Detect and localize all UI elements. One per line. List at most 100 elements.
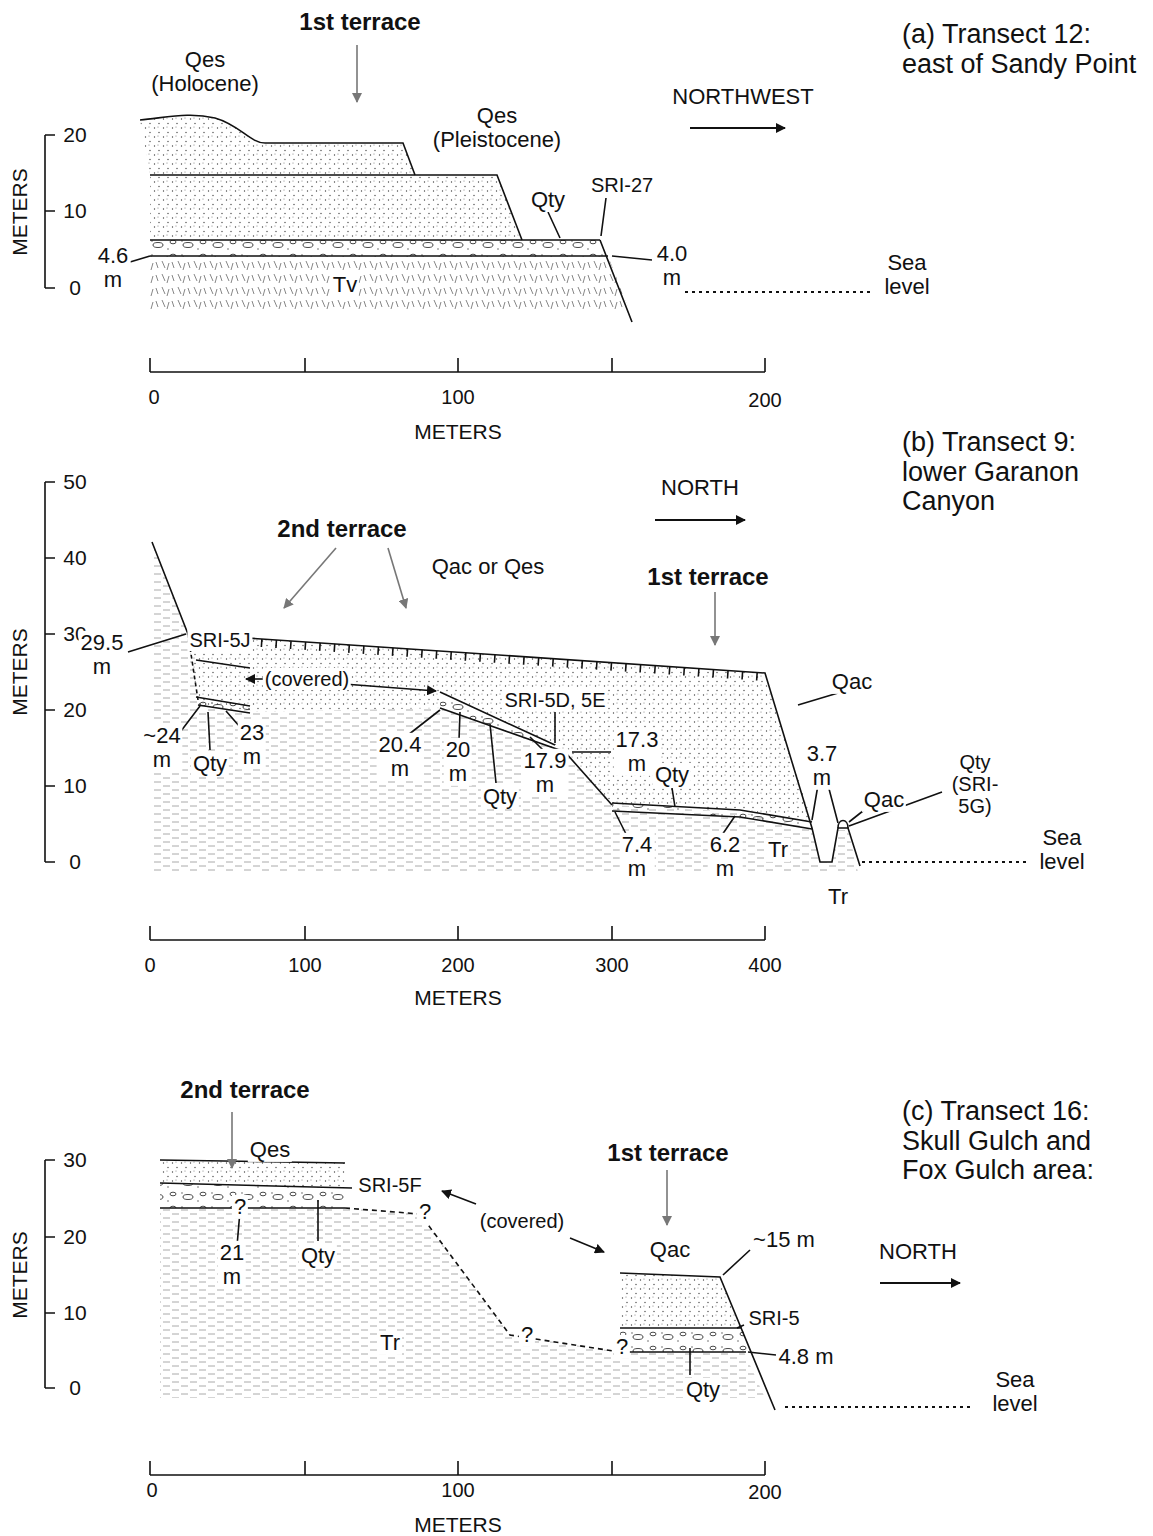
map-label: ? — [417, 1200, 433, 1224]
map-label: 7.4 m — [620, 833, 655, 881]
section-line — [231, 1112, 233, 1168]
map-label: Qty — [481, 785, 519, 809]
section-line — [150, 358, 765, 372]
section-line — [666, 1170, 668, 1225]
map-label: METERS — [412, 986, 504, 1009]
map-label: NORTH — [659, 476, 741, 500]
map-label: 29.5 m — [79, 631, 126, 679]
panel-c — [45, 1112, 970, 1475]
map-label: 10 — [61, 774, 88, 797]
map-label: 30 — [61, 1148, 88, 1171]
map-label: 100 — [439, 1479, 476, 1501]
map-label: 6.2 m — [708, 833, 743, 881]
terrace-label: 1st terrace — [297, 9, 422, 35]
map-label: METERS — [412, 420, 504, 443]
map-label: 0 — [146, 386, 161, 408]
rock-unit — [160, 1208, 765, 1398]
map-label: Qes (Pleistocene) — [431, 104, 563, 152]
section-line — [442, 1191, 476, 1204]
map-label: ? — [232, 1195, 248, 1219]
map-label: Qes (Holocene) — [149, 48, 261, 96]
map-label: Qac — [648, 1238, 692, 1262]
rock-unit — [152, 542, 858, 872]
section-line — [714, 592, 716, 645]
map-label: NORTH — [877, 1240, 959, 1264]
map-label: 20 m — [444, 738, 472, 786]
section-line — [150, 926, 765, 940]
map-label: 100 — [439, 386, 476, 408]
map-label: 20 — [61, 1225, 88, 1248]
map-label: ~24 m — [141, 724, 182, 772]
map-label: 10 — [61, 199, 88, 222]
map-label: 0 — [144, 1479, 159, 1501]
map-label: 100 — [286, 954, 323, 976]
map-label: 4.6 m — [96, 244, 131, 292]
section-line — [45, 1160, 55, 1388]
map-label: 400 — [746, 954, 783, 976]
map-label: Qty — [191, 752, 229, 776]
map-label: 0 — [67, 850, 83, 873]
map-label: Tr — [766, 838, 790, 862]
section-line — [690, 127, 785, 129]
section-line — [45, 482, 55, 862]
map-label: Qty (SRI-5G) — [950, 751, 1001, 817]
map-label: Qty — [529, 188, 567, 212]
section-line — [150, 175, 522, 240]
section-line — [150, 240, 632, 322]
terrace-label: 1st terrace — [605, 1140, 730, 1166]
map-label: 4.8 m — [776, 1345, 835, 1369]
map-label: Qty — [653, 763, 691, 787]
map-label: NORTHWEST — [670, 85, 815, 109]
map-label: 200 — [746, 1481, 783, 1503]
map-label: 21 m — [218, 1241, 246, 1289]
section-line — [45, 135, 55, 288]
map-label: 0 — [142, 954, 157, 976]
map-label: SRI-5J — [187, 629, 252, 651]
section-line — [140, 115, 415, 175]
section-line — [196, 660, 250, 713]
map-label: Sea level — [882, 251, 931, 299]
map-label: 20.4 m — [377, 733, 424, 781]
section-line — [862, 861, 1030, 863]
section-line — [880, 1282, 960, 1284]
section-line — [838, 821, 848, 829]
map-label: 0 — [67, 276, 83, 299]
map-label: 300 — [593, 954, 630, 976]
section-line — [128, 634, 942, 836]
panel-title: (a) Transect 12: east of Sandy Point — [900, 20, 1144, 79]
rock-unit — [188, 634, 812, 822]
map-label: Tr — [378, 1331, 402, 1355]
panel-title: (b) Transect 9: lower Garanon Canyon — [900, 428, 1144, 517]
section-line — [440, 692, 812, 829]
map-label: 50 — [61, 470, 88, 493]
axis-title: METERS — [8, 1229, 31, 1321]
section-line — [152, 542, 860, 866]
map-label: 3.7 m — [805, 742, 840, 790]
section-line — [388, 548, 406, 608]
map-label: 20 — [61, 698, 88, 721]
map-label: ? — [519, 1323, 535, 1347]
map-label: 17.9 m — [522, 749, 569, 797]
map-label: ~15 m — [751, 1228, 817, 1252]
map-label: METERS — [412, 1513, 504, 1536]
map-label: Qty — [684, 1378, 722, 1402]
map-label: Tr — [826, 885, 850, 909]
section-line — [785, 1406, 970, 1408]
section-line — [284, 548, 336, 608]
rock-unit — [150, 240, 607, 256]
section-line — [130, 198, 652, 262]
terrace-label: 2nd terrace — [275, 516, 408, 542]
section-line — [150, 1461, 765, 1475]
map-label: Qac — [830, 670, 874, 694]
map-label: Qty — [299, 1244, 337, 1268]
map-label: SRI-5F — [356, 1174, 423, 1196]
map-label: ? — [614, 1335, 630, 1359]
section-line — [655, 519, 745, 521]
map-label: 40 — [61, 546, 88, 569]
map-label: 0 — [67, 1376, 83, 1399]
map-label: 23 m — [238, 721, 266, 769]
rock-unit — [620, 1273, 742, 1328]
map-label: SRI-5 — [746, 1307, 801, 1329]
map-label: Tv — [331, 273, 359, 297]
